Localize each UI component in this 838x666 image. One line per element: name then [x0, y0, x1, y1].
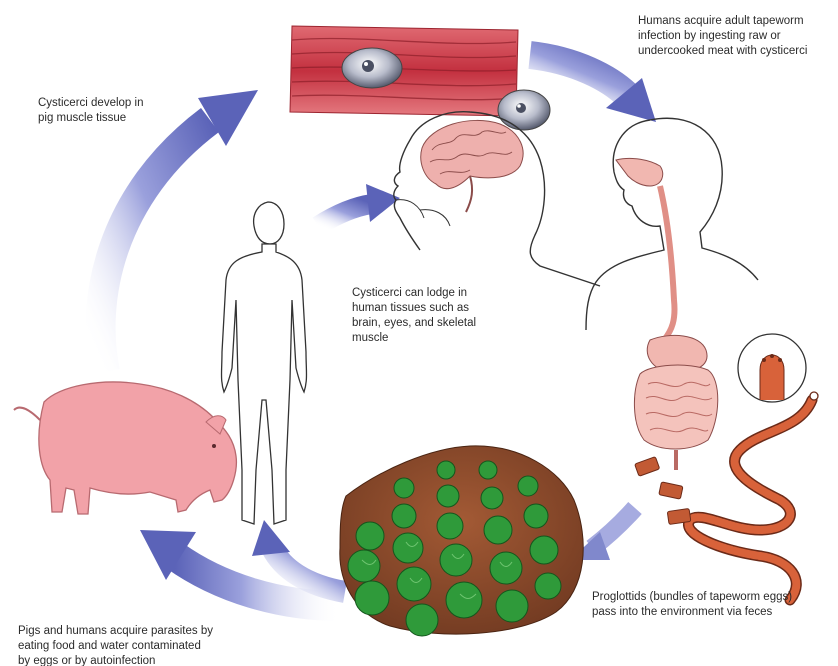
caption-parasite-acquisition: Pigs and humans acquire parasites by eat…: [18, 625, 213, 666]
arrow-to-muscle: [85, 90, 258, 376]
vegetable-field: [339, 445, 584, 637]
head-with-brain: [393, 111, 601, 287]
caption-muscle-development: Cysticerci develop in pig muscle tissue: [38, 97, 144, 124]
arrow-to-pig: [140, 530, 341, 621]
arrow-to-human: [528, 41, 656, 122]
pig: [13, 381, 238, 515]
arrow-to-head: [312, 184, 400, 235]
adult-tapeworm: [634, 391, 819, 606]
arrow-to-man: [252, 520, 348, 603]
human-body-outline: [220, 201, 308, 525]
caption-proglottids: Proglottids (bundles of tapeworm eggs) p…: [592, 591, 793, 618]
eye-cyst: [497, 89, 551, 131]
scolex-inset: [737, 333, 807, 403]
caption-cysticerci-lodge: Cysticerci can lodge in human tissues su…: [352, 287, 477, 344]
muscle-tissue: [289, 25, 519, 117]
human-digestive-system: [585, 117, 759, 470]
caption-human-ingestion: Humans acquire adult tapeworm infection …: [638, 15, 808, 57]
